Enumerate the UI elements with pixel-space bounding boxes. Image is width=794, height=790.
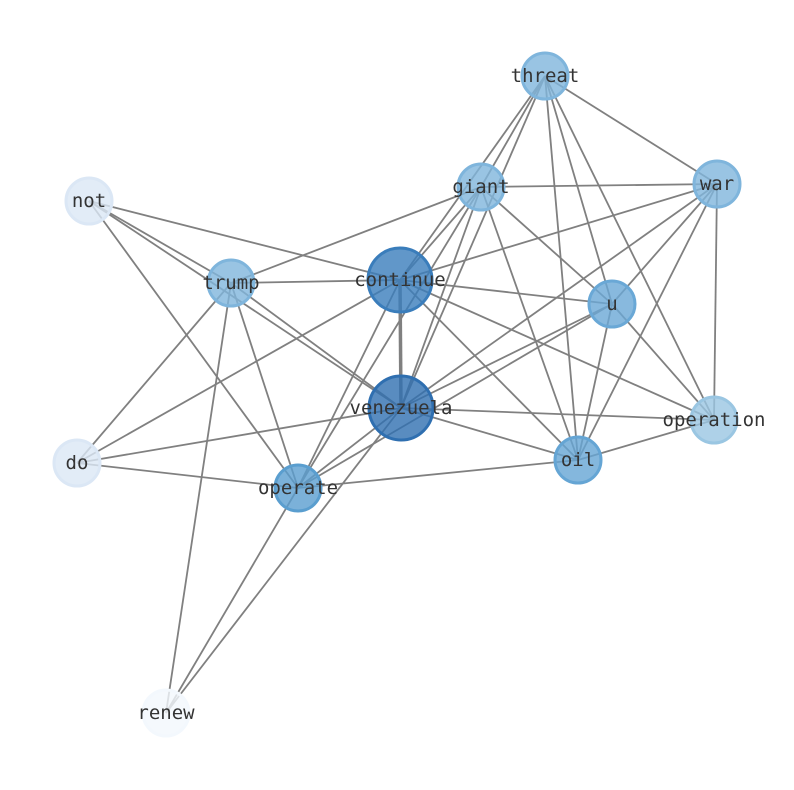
edge-venezuela-war <box>400 183 718 409</box>
edge-continue-operate <box>297 279 401 489</box>
edge-do-operate <box>76 462 299 489</box>
node-label: giant <box>452 176 509 198</box>
node-label: war <box>700 173 734 195</box>
node-continue[interactable]: continue <box>354 246 446 314</box>
edge-trump-renew <box>165 282 232 714</box>
edge-not-operate <box>88 200 299 489</box>
node-label: renew <box>137 702 195 724</box>
node-circle <box>367 374 435 442</box>
edge-not-trump <box>88 200 232 284</box>
edge-oil-operate <box>297 459 579 489</box>
node-do[interactable]: do <box>52 438 102 488</box>
edge-threat-operation <box>544 75 715 421</box>
edge-trump-do <box>76 282 232 464</box>
node-u[interactable]: u <box>587 279 637 329</box>
node-circle <box>52 438 102 488</box>
node-label: threat <box>511 65 580 87</box>
edge-venezuela-threat <box>400 75 546 409</box>
node-label: operation <box>663 409 766 431</box>
node-circle <box>692 159 742 209</box>
edge-do-venezuela <box>76 407 402 464</box>
edge-renew-venezuela <box>165 407 402 714</box>
node-operation[interactable]: operation <box>663 395 766 445</box>
node-label: not <box>72 190 106 212</box>
node-circle <box>366 246 434 314</box>
node-trump[interactable]: trump <box>202 258 260 308</box>
edge-threat-war <box>544 75 718 185</box>
edge-continue-operation <box>399 279 715 421</box>
node-label: do <box>66 452 89 474</box>
node-circle <box>587 279 637 329</box>
edge-threat-u <box>544 75 613 305</box>
edge-threat-oil <box>544 75 579 461</box>
node-war[interactable]: war <box>692 159 742 209</box>
nodes-layer: threat war giant not trump continue u venezuela… <box>52 51 766 738</box>
node-venezuela[interactable]: venezuela <box>350 374 453 442</box>
edge-u-oil <box>577 303 613 461</box>
edges-layer <box>76 75 718 714</box>
node-circle <box>456 162 506 212</box>
node-label: operate <box>258 477 338 499</box>
edge-venezuela-giant <box>400 186 482 409</box>
node-circle <box>520 51 570 101</box>
edge-venezuela-operation <box>400 407 715 421</box>
edge-continue-u <box>399 279 613 305</box>
edge-giant-operate <box>297 186 482 489</box>
edge-u-operation <box>611 303 715 421</box>
edge-continue-oil <box>399 279 579 461</box>
node-renew[interactable]: renew <box>137 688 195 738</box>
edge-giant-oil <box>480 186 579 461</box>
edge-war-oil <box>577 183 718 461</box>
node-label: u <box>606 293 617 315</box>
edge-u-operate <box>297 303 613 489</box>
node-not[interactable]: not <box>64 176 114 226</box>
node-label: oil <box>561 449 595 471</box>
node-circle <box>273 463 323 513</box>
edge-not-venezuela <box>88 200 402 409</box>
node-threat[interactable]: threat <box>511 51 580 101</box>
edge-war-operation <box>713 183 718 421</box>
node-giant[interactable]: giant <box>452 162 510 212</box>
edge-war-u <box>611 183 718 305</box>
node-label: continue <box>354 269 446 291</box>
edge-venezuela-u <box>400 303 613 409</box>
node-circle <box>553 435 603 485</box>
node-circle <box>689 395 739 445</box>
edge-renew-operate <box>165 487 299 714</box>
edge-do-continue <box>76 279 401 464</box>
node-label: venezuela <box>350 397 453 419</box>
edge-trump-giant <box>230 186 482 284</box>
edge-not-continue <box>88 200 401 281</box>
node-label: trump <box>202 272 259 294</box>
edge-giant-u <box>480 186 613 305</box>
node-operate[interactable]: operate <box>258 463 338 513</box>
node-oil[interactable]: oil <box>553 435 603 485</box>
node-circle <box>141 688 191 738</box>
edge-trump-venezuela <box>230 282 402 409</box>
node-circle <box>64 176 114 226</box>
node-circle <box>206 258 256 308</box>
edge-trump-operate <box>230 282 299 489</box>
